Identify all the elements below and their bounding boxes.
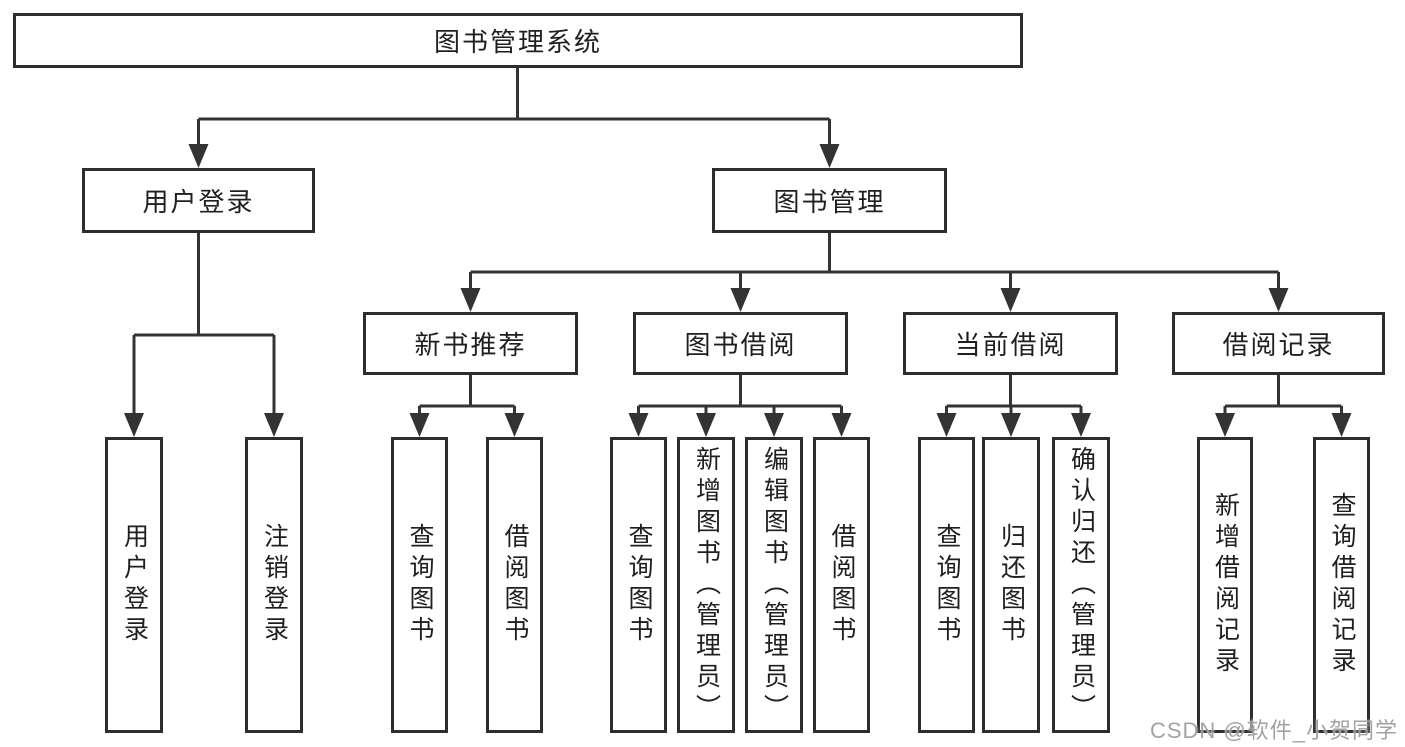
leaf-add-borrow-record: 新增借阅记录 <box>1197 437 1253 733</box>
leaf-add-books-admin: 新增图书（管理员） <box>677 437 735 733</box>
connector-book-management <box>460 233 1289 312</box>
connector-root <box>188 68 840 168</box>
connector-current-borrowing <box>936 375 1091 437</box>
node-book-management: 图书管理 <box>712 168 947 233</box>
node-current-borrowing: 当前借阅 <box>903 312 1118 375</box>
leaf-borrow-books-recommend: 借阅图书 <box>486 437 543 733</box>
connector-book-borrowing <box>628 375 852 437</box>
watermark: CSDN @软件_小贺同学 <box>1149 718 1398 743</box>
node-user-login: 用户登录 <box>82 168 315 233</box>
leaf-logout: 注销登录 <box>245 437 303 733</box>
leaf-query-borrow-record: 查询借阅记录 <box>1313 437 1370 733</box>
connector-borrowing-records <box>1215 375 1352 437</box>
leaf-confirm-return-admin: 确认归还（管理员） <box>1052 437 1110 733</box>
node-borrowing-records: 借阅记录 <box>1172 312 1385 375</box>
leaf-user-login: 用户登录 <box>105 437 163 733</box>
connector-user-login <box>124 233 284 437</box>
node-new-book-recommendation: 新书推荐 <box>363 312 578 375</box>
leaf-query-books-borrowing: 查询图书 <box>610 437 667 733</box>
leaf-query-books-current: 查询图书 <box>918 437 975 733</box>
node-book-borrowing: 图书借阅 <box>633 312 848 375</box>
leaf-edit-books-admin: 编辑图书（管理员） <box>745 437 803 733</box>
leaf-return-books: 归还图书 <box>982 437 1040 733</box>
connector-new-book-recommendation <box>409 375 525 437</box>
leaf-query-books-recommend: 查询图书 <box>391 437 448 733</box>
node-root: 图书管理系统 <box>13 13 1023 68</box>
leaf-borrow-books-borrowing: 借阅图书 <box>813 437 870 733</box>
